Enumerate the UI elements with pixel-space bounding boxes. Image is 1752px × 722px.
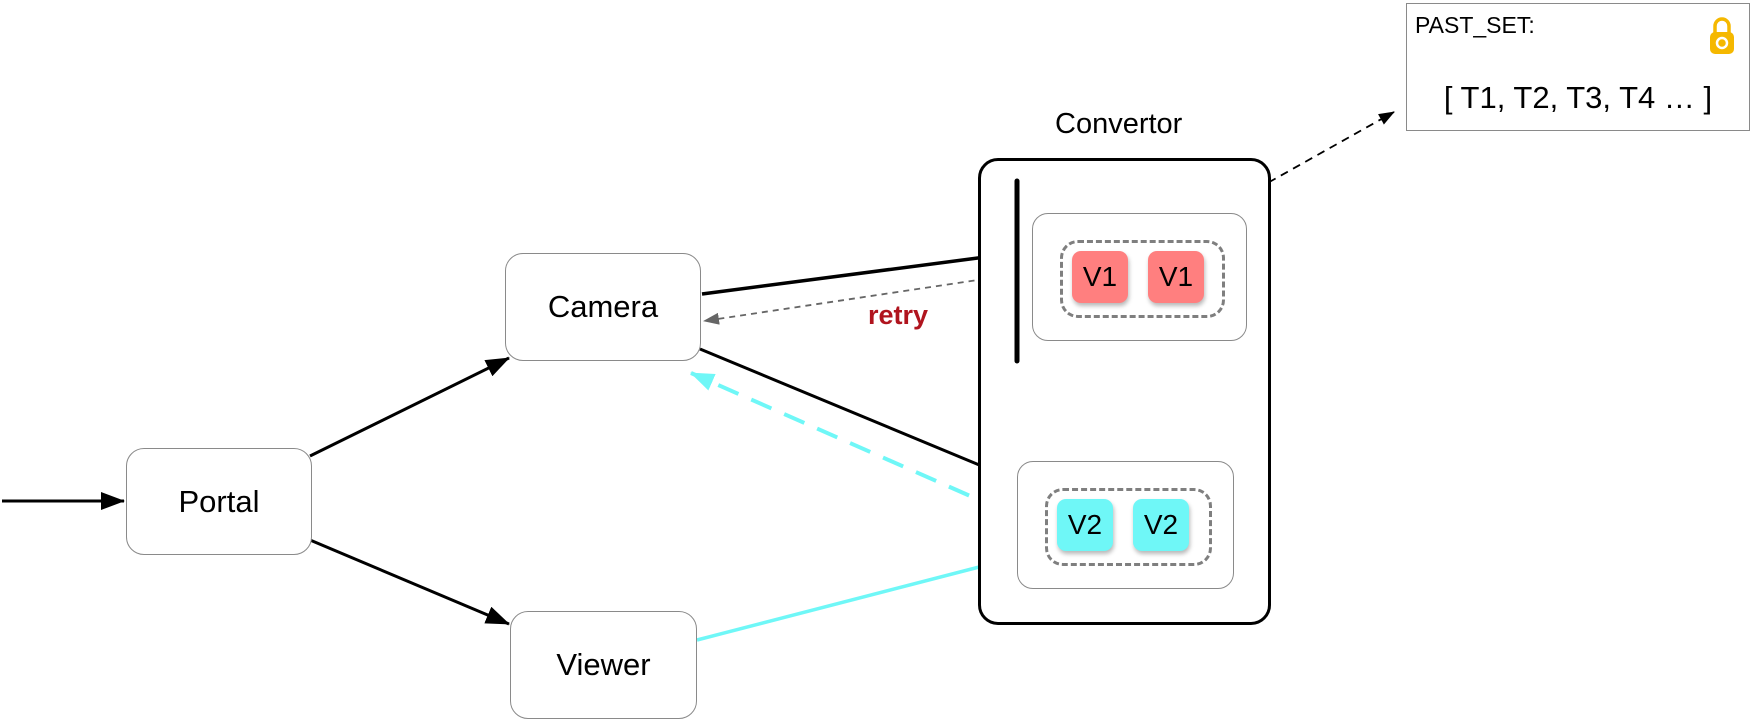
past-set-title: PAST_SET:	[1415, 12, 1535, 38]
portal-node: Portal	[126, 448, 312, 555]
camera-label: Camera	[547, 289, 659, 324]
retry-label: retry	[868, 300, 929, 330]
camera-node: Camera	[505, 253, 701, 361]
edge-retry	[703, 273, 1019, 325]
viewer-node: Viewer	[510, 611, 697, 719]
edge-portal-camera	[309, 356, 510, 458]
chip-v1: V1	[1072, 251, 1128, 303]
chip-v2: V2	[1057, 499, 1113, 551]
lock-icon	[1709, 16, 1735, 61]
convertor-title: Convertor	[1055, 108, 1183, 140]
edge-viewer-v2	[696, 555, 1015, 642]
edge-v2-camera	[690, 371, 1003, 512]
past-set-box: PAST_SET: [ T1, T2, T3, T4 … ]	[1406, 3, 1750, 131]
viewer-label: Viewer	[556, 647, 651, 682]
queue-v2	[1017, 461, 1234, 589]
queue-v1-group	[1060, 240, 1225, 318]
edge-camera-v1	[701, 247, 1017, 296]
edge-camera-v2	[699, 347, 1014, 481]
chip-v2: V2	[1133, 499, 1189, 551]
past-set-list: [ T1, T2, T3, T4 … ]	[1443, 80, 1713, 115]
chip-v1: V1	[1148, 251, 1204, 303]
queue-v1	[1032, 213, 1247, 341]
queue-v2-group	[1045, 488, 1212, 566]
portal-label: Portal	[178, 483, 260, 519]
edge-portal-viewer	[309, 538, 510, 626]
